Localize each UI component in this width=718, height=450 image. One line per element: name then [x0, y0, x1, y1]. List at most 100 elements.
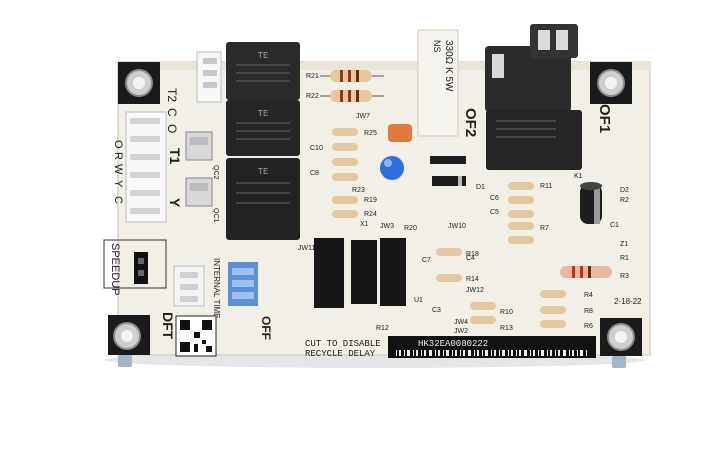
label-r12: R12: [376, 325, 389, 332]
label-r23: R23: [352, 187, 365, 194]
terminal-label-r: R: [112, 152, 124, 160]
label-jw3: JW3: [380, 223, 394, 230]
label-c3: C3: [432, 307, 441, 314]
label-r19: R19: [364, 197, 377, 204]
label-x1: X1: [360, 221, 369, 228]
label-r14: R14: [466, 276, 479, 283]
standoff: [612, 356, 626, 368]
resistor-r3-large: [560, 266, 612, 278]
terminal-label-y: Y: [112, 180, 124, 188]
label-c4: C4: [466, 255, 475, 262]
label-r11: R11: [540, 183, 552, 190]
label-d1: D1: [476, 184, 485, 191]
label-r2: R2: [620, 197, 629, 204]
label-dft: DFT: [160, 312, 176, 340]
label-jw11: JW11: [298, 245, 315, 252]
label-off: OFF: [259, 316, 273, 340]
label-c5: C5: [490, 209, 499, 216]
label-k1: K1: [574, 173, 583, 180]
label-c7: C7: [422, 257, 431, 264]
diode-small: [430, 156, 466, 164]
svg-text:TE: TE: [258, 167, 269, 177]
label-r24: R24: [364, 211, 377, 218]
label-r3: R3: [620, 273, 629, 280]
label-qc2: QC2: [212, 165, 219, 180]
terminal-label-t2: T2: [165, 88, 179, 102]
label-r6: R6: [584, 323, 593, 330]
terminal-label-c2: C: [112, 196, 124, 204]
label-r10: R10: [500, 309, 513, 316]
label-d2: D2: [620, 187, 629, 194]
relay-k1: [485, 24, 582, 170]
label-r8: R8: [584, 308, 593, 315]
qr-code: [175, 315, 217, 357]
svg-text:330Ω K 5W: 330Ω K 5W: [443, 40, 454, 92]
relay-2: TE: [226, 100, 300, 156]
speedup-outline: [103, 239, 167, 289]
small-resistor-group-right: [436, 182, 566, 328]
label-of2: OF2: [462, 108, 479, 137]
terminal-label-w: W: [112, 164, 124, 175]
mount-pad-bottom-right: [600, 318, 642, 356]
label-r1: R1: [620, 255, 629, 262]
label-jw7: JW7: [356, 113, 370, 120]
resistor-r22: [320, 90, 384, 102]
terminal-header-top: [196, 51, 222, 103]
svg-text:TE: TE: [258, 109, 269, 119]
label-r18: R18: [466, 251, 479, 258]
label-jw10: JW10: [448, 223, 466, 230]
relay-3: TE: [226, 158, 300, 240]
barcode-label: HK32EA0080222: [388, 336, 596, 358]
ic-chip-2: [351, 240, 377, 304]
terminal-header-left: [125, 111, 167, 223]
label-r25: R25: [364, 130, 377, 137]
label-c10: C10: [310, 145, 323, 152]
mount-pad-bottom-left: [108, 315, 150, 355]
mount-pad-top-left: [118, 62, 160, 104]
label-r7: R7: [540, 225, 549, 232]
label-r22: R22: [306, 93, 319, 100]
label-y: Y: [167, 198, 183, 208]
label-z1: Z1: [620, 241, 628, 248]
capacitor-c1: [580, 182, 602, 224]
serial-number: HK32EA0080222: [418, 339, 488, 349]
terminal-label-c: C: [165, 108, 179, 117]
label-t1: T1: [167, 148, 183, 165]
label-r13: R13: [500, 325, 513, 332]
label-u1: U1: [414, 297, 423, 304]
svg-text:TE: TE: [258, 51, 269, 61]
power-resistor: 330Ω K 5W NS: [417, 29, 459, 137]
mount-pad-top-right: [590, 62, 632, 104]
capacitor-orange: [388, 124, 412, 142]
dip-switch[interactable]: [228, 262, 258, 306]
label-recycle-delay: RECYCLE DELAY: [305, 349, 376, 359]
label-c6: C6: [490, 195, 499, 202]
dft-connector: [173, 265, 205, 307]
diode-d1: [432, 176, 466, 186]
quick-connect-qc1: [185, 177, 213, 207]
resistor-r21: [320, 70, 384, 82]
ic-chip-3: [380, 238, 406, 306]
relay-1: TE: [226, 42, 300, 100]
ic-chip-1: [314, 238, 344, 308]
label-r21: R21: [306, 73, 319, 80]
label-r4: R4: [584, 292, 593, 299]
label-jw4: JW4: [454, 319, 468, 326]
small-resistor-group-mid: [332, 128, 358, 218]
label-c8: C8: [310, 170, 319, 177]
quick-connect-qc2: [185, 131, 213, 161]
standoff: [118, 355, 132, 367]
svg-text:NS: NS: [432, 40, 442, 53]
label-cut-to-disable: CUT TO DISABLE: [305, 339, 381, 349]
led-blue: [380, 156, 404, 180]
label-qc1: QC1: [212, 208, 219, 223]
speedup-jumper[interactable]: [134, 252, 148, 284]
label-jw2: JW2: [454, 328, 468, 335]
label-jw12: JW12: [466, 287, 484, 294]
label-date-code: 2-18-22: [614, 297, 642, 306]
label-internal-time: INTERNAL TIME: [212, 258, 221, 318]
label-speedup: SPEEDUP: [109, 243, 121, 296]
label-r20: R20: [404, 225, 417, 232]
terminal-label-o2: O: [112, 140, 124, 149]
